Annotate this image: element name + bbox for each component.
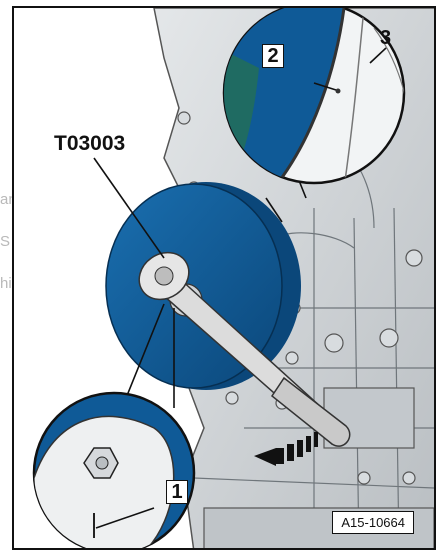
ratchet-wrench [138,251,351,447]
callout-3: 3 [380,27,392,49]
seal-tool-disc [105,182,301,390]
detail-view-bottom [32,391,196,548]
leader-lines [93,157,307,408]
rotation-arrow [254,432,318,466]
ghost-text-fragment: hi [0,275,12,292]
tool-label: T03003 [54,132,126,155]
engine-illustration [32,8,434,548]
callout-2: 2 [262,44,284,68]
figure-frame: T03003 2 3 1 A15-10664 [12,6,436,550]
callout-1: 1 [166,480,188,504]
figure-id: A15-10664 [332,511,414,534]
